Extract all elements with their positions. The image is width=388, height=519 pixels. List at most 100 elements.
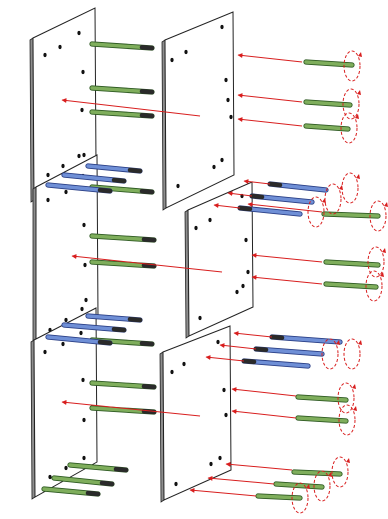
panel-hole bbox=[235, 289, 239, 295]
insertion-arrow bbox=[213, 203, 241, 209]
rotation-ellipse bbox=[337, 382, 355, 414]
rod-body bbox=[322, 212, 380, 218]
rotation-arrowhead bbox=[346, 458, 350, 463]
rod-tip bbox=[139, 113, 155, 119]
rod-tip bbox=[139, 188, 155, 195]
rod-tip bbox=[141, 409, 157, 415]
insertion-arrow bbox=[225, 461, 293, 471]
insertion-arrow bbox=[231, 409, 297, 419]
rotation-arrowhead bbox=[355, 114, 359, 119]
panel-hole bbox=[48, 474, 52, 480]
panel-hole bbox=[220, 157, 224, 163]
middle-layer bbox=[89, 11, 254, 503]
green-rod bbox=[89, 259, 157, 269]
rod-tip bbox=[249, 193, 265, 200]
insertion-arrow bbox=[237, 93, 303, 103]
green-rod bbox=[303, 59, 355, 68]
panel-hole bbox=[218, 455, 222, 461]
panel-hole bbox=[61, 341, 65, 347]
panel-hole bbox=[176, 183, 180, 189]
rod-body bbox=[324, 260, 380, 267]
panel-hole bbox=[170, 57, 174, 63]
panel-hole bbox=[226, 97, 230, 103]
panel-hole bbox=[43, 349, 47, 355]
panel-hole bbox=[244, 237, 248, 243]
rotation-arrow bbox=[343, 50, 362, 82]
rotation-arrowhead bbox=[382, 248, 386, 253]
insertion-arrow bbox=[243, 179, 271, 185]
rotation-arrowhead bbox=[328, 472, 332, 477]
insertion-arrow bbox=[237, 53, 303, 63]
rod-tip bbox=[237, 205, 253, 212]
green-rod bbox=[41, 486, 101, 497]
right-panel-top bbox=[161, 11, 235, 211]
panel-hole bbox=[77, 153, 81, 159]
panel-hole bbox=[224, 412, 228, 418]
blue-rod bbox=[45, 182, 113, 194]
insertion-arrow bbox=[231, 387, 297, 397]
rotation-arrowhead bbox=[358, 52, 362, 57]
rotation-ellipse bbox=[307, 196, 325, 228]
panel-hole bbox=[220, 24, 224, 30]
panel-hole bbox=[212, 164, 216, 170]
panel-hole bbox=[80, 306, 84, 312]
rotation-arrowhead bbox=[336, 340, 340, 345]
rotation-ellipse bbox=[365, 270, 383, 302]
insertion-arrow bbox=[61, 98, 201, 117]
rotation-ellipse bbox=[324, 183, 342, 215]
insertion-arrow bbox=[219, 343, 257, 350]
rotation-arrowhead bbox=[352, 384, 356, 389]
rod-tip bbox=[113, 466, 129, 473]
green-rod bbox=[89, 233, 157, 243]
rotation-arrow bbox=[340, 112, 359, 144]
rotation-arrowhead bbox=[358, 340, 362, 345]
blue-rod bbox=[61, 172, 127, 184]
rod-tip bbox=[127, 316, 143, 323]
green-rod bbox=[273, 481, 325, 490]
panel-hole bbox=[61, 163, 65, 169]
rod-body bbox=[296, 416, 348, 423]
panel-hole bbox=[77, 30, 81, 36]
green-rod bbox=[89, 405, 157, 415]
rotation-arrowhead bbox=[322, 198, 326, 203]
rotation-arrow bbox=[331, 456, 350, 488]
green-rod bbox=[89, 380, 157, 390]
blue-rod bbox=[267, 181, 329, 193]
left-panel-middle bbox=[32, 154, 99, 355]
panel-hole bbox=[81, 377, 85, 383]
green-rod bbox=[295, 394, 349, 403]
panel-hole bbox=[184, 49, 188, 55]
insertion-arrow bbox=[189, 487, 257, 497]
rotation-ellipse bbox=[291, 482, 309, 514]
blue-rod bbox=[269, 334, 343, 345]
rod-tip bbox=[111, 326, 127, 333]
rotation-arrow bbox=[341, 172, 360, 204]
panel-hole bbox=[229, 114, 233, 120]
blue-rod bbox=[45, 334, 113, 346]
rotation-ellipse bbox=[338, 404, 356, 436]
panel-hole bbox=[241, 283, 245, 289]
panel-hole bbox=[209, 461, 213, 467]
rotation-ellipse bbox=[340, 112, 358, 144]
panel-face bbox=[164, 11, 235, 209]
rod-tip bbox=[241, 358, 257, 365]
panel-hole bbox=[216, 339, 220, 345]
panel-hole bbox=[170, 369, 174, 375]
panel-hole bbox=[80, 107, 84, 113]
right-panel-bottom bbox=[159, 325, 232, 503]
rotation-arrow bbox=[321, 338, 340, 370]
panel-hole bbox=[224, 77, 228, 83]
rotation-arrow bbox=[367, 246, 386, 278]
rod-tip bbox=[253, 346, 269, 353]
green-rod bbox=[323, 281, 379, 290]
panel-hole bbox=[82, 417, 86, 423]
green-rod bbox=[321, 211, 381, 219]
panel-hole bbox=[46, 172, 50, 178]
rod-tip bbox=[97, 339, 113, 346]
rod-tip bbox=[141, 384, 157, 390]
blue-rod bbox=[85, 313, 143, 323]
insertion-arrow bbox=[207, 475, 275, 485]
rotation-ellipse bbox=[369, 200, 387, 232]
rotation-arrow bbox=[291, 482, 310, 514]
insertion-arrow bbox=[251, 252, 323, 263]
